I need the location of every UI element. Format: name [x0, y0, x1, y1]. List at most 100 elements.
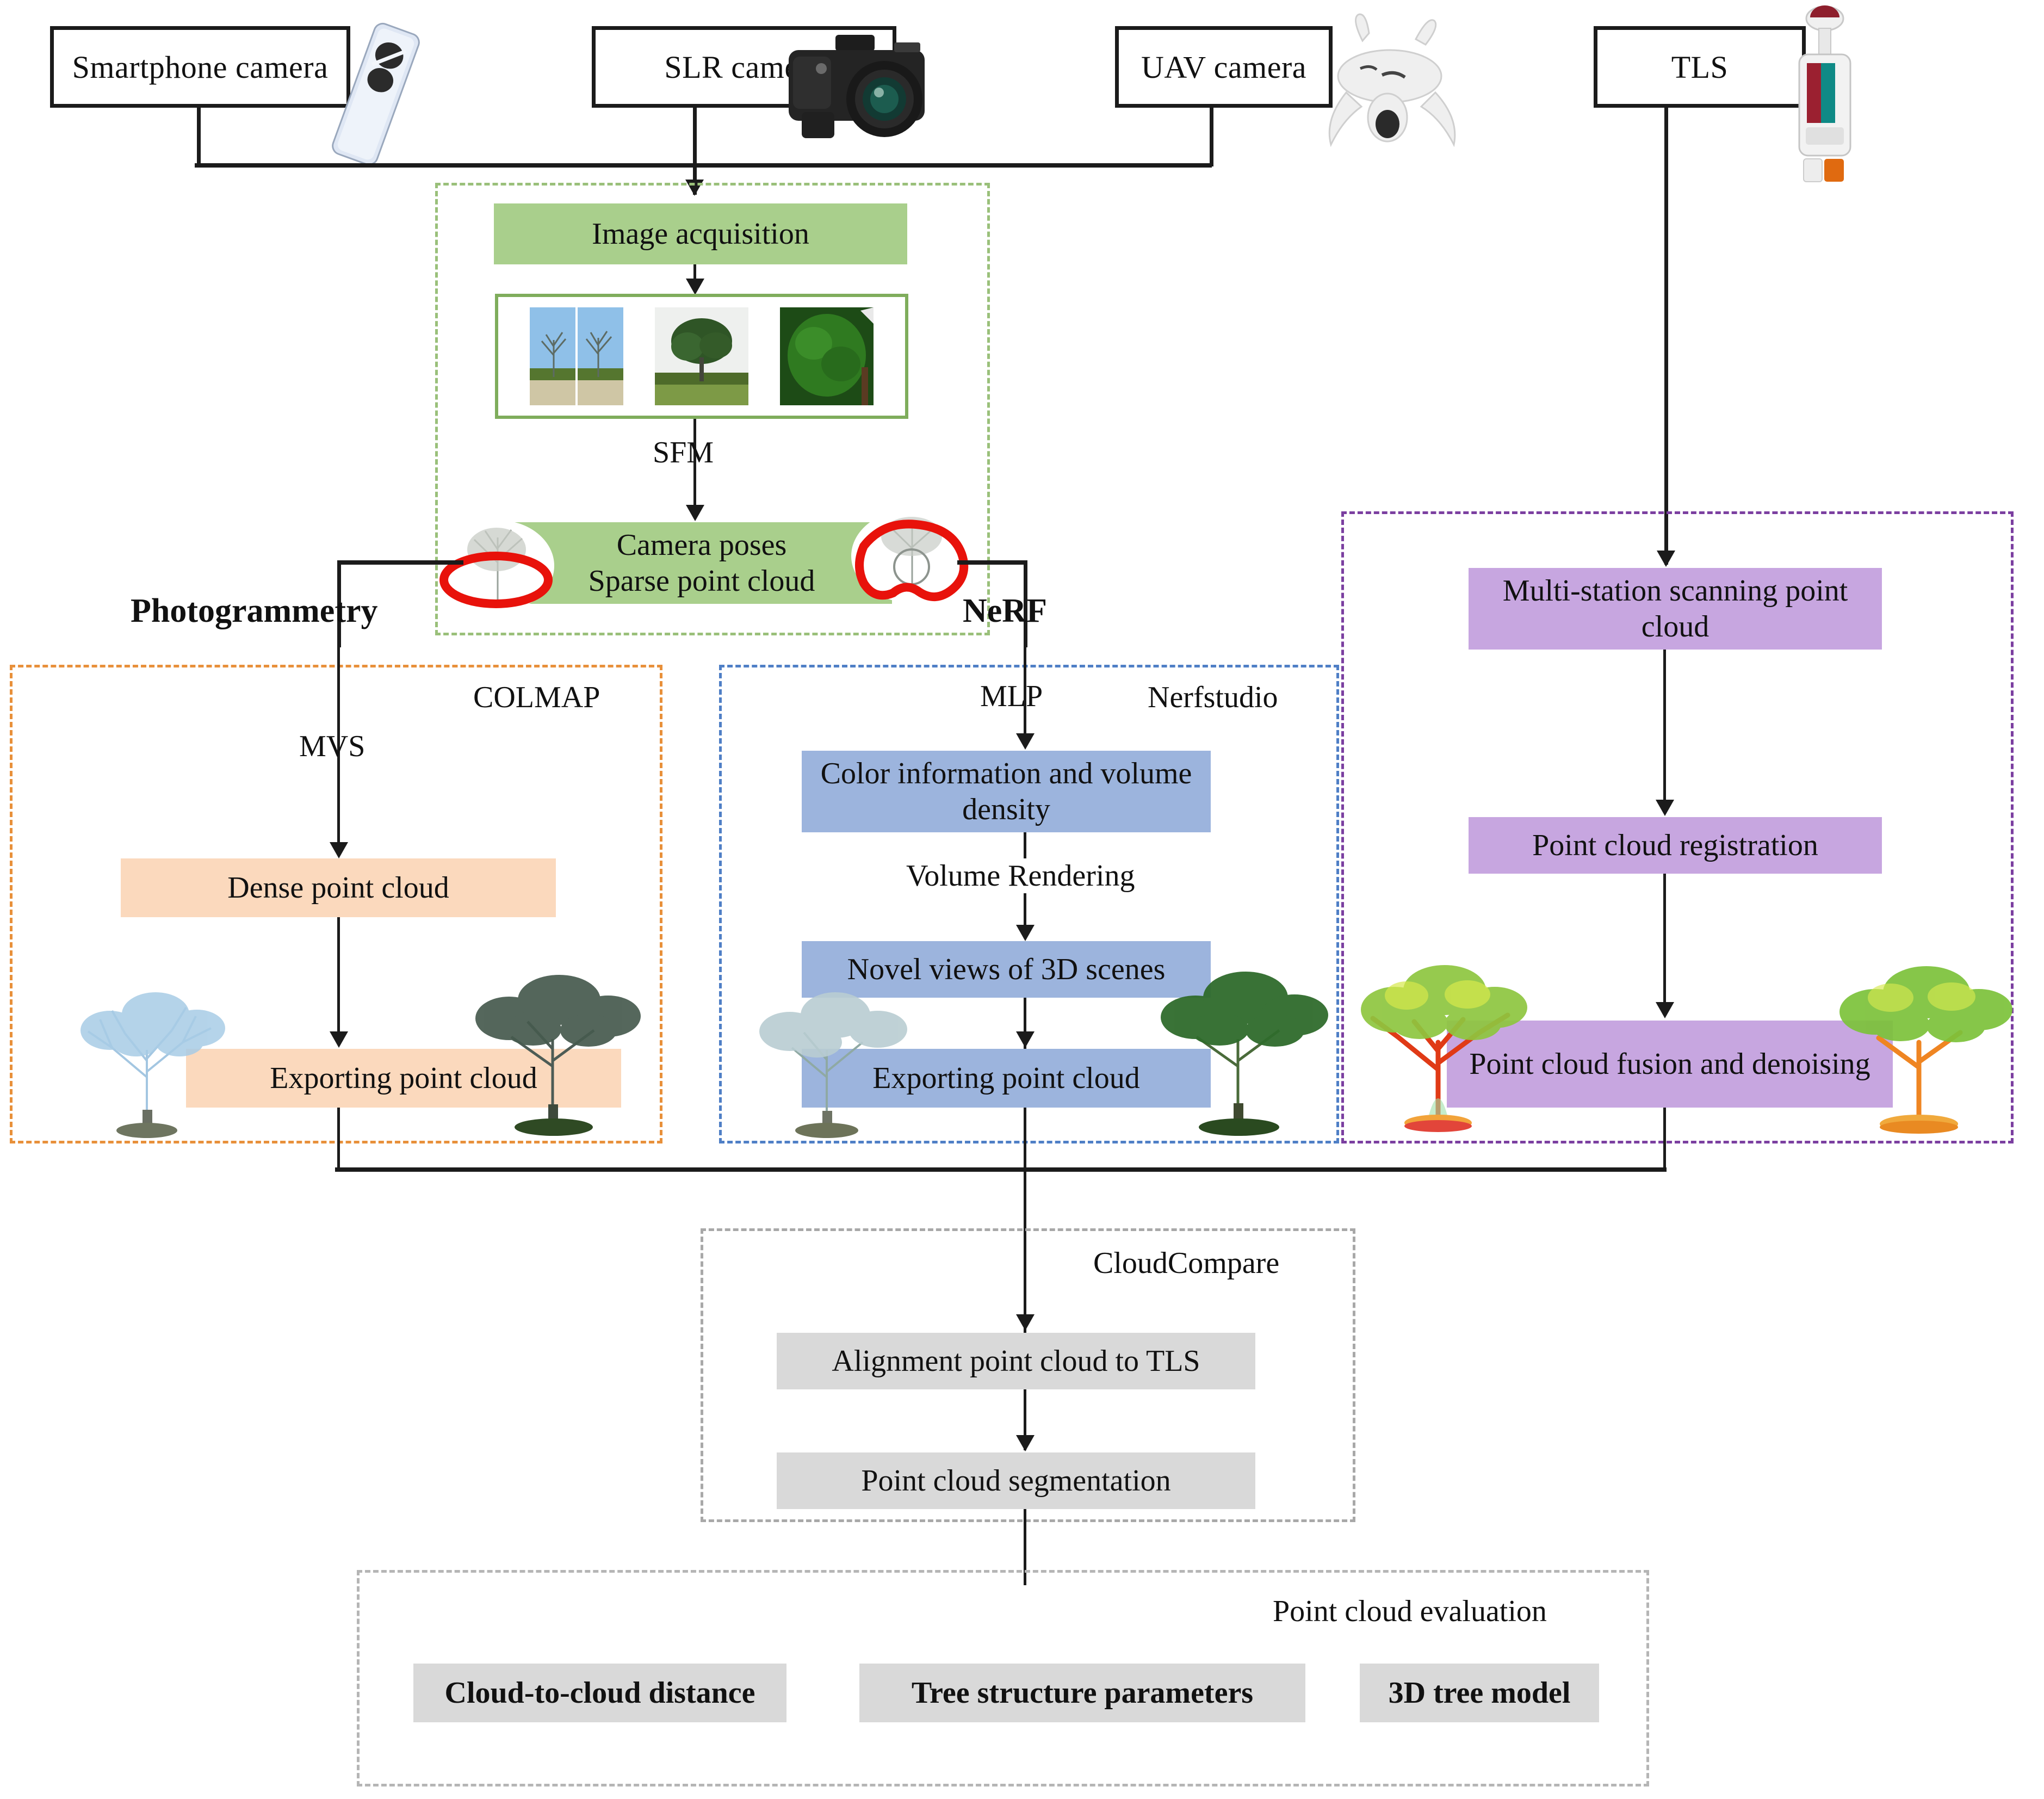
evaluation-item-label-2: 3D tree model [1388, 1676, 1571, 1710]
evaluation-container [357, 1570, 1649, 1786]
software-label-nerfstudio-text: Nerfstudio [1148, 681, 1278, 714]
arrow-to-novel-views [1016, 925, 1035, 941]
box-fusion-denoising[interactable]: Point cloud fusion and denoising [1447, 1021, 1893, 1108]
box-point-cloud-segmentation[interactable]: Point cloud segmentation [777, 1452, 1255, 1509]
branch-line-right [957, 560, 1027, 565]
arrow-to-color-info [1016, 733, 1035, 750]
edge-label-sfm-text: SFM [653, 436, 714, 469]
box-label-point-cloud-segmentation: Point cloud segmentation [861, 1463, 1171, 1498]
source-box-uav[interactable]: UAV camera [1115, 26, 1333, 108]
branch-label-photogrammetry: Photogrammetry [131, 592, 378, 630]
source-label-tls: TLS [1671, 49, 1729, 85]
branch-label-photogrammetry-text: Photogrammetry [131, 592, 378, 629]
branch-line-left [337, 560, 463, 565]
source-box-tls[interactable]: TLS [1594, 26, 1806, 108]
arrow-to-camera-poses [686, 505, 704, 521]
evaluation-item-tree-structure-parameters[interactable]: Tree structure parameters [859, 1664, 1305, 1722]
box-label-sparse-point-cloud: Sparse point cloud [588, 564, 815, 598]
edge-label-mlp-text: MLP [980, 679, 1043, 713]
edge-label-volume-rendering-text: Volume Rendering [906, 859, 1135, 893]
tls-container [1341, 511, 2014, 1143]
box-novel-views[interactable]: Novel views of 3D scenes [802, 941, 1211, 998]
source-label-smartphone: Smartphone camera [72, 49, 329, 85]
connector-uav-down [1210, 108, 1213, 166]
evaluation-title: Point cloud evaluation [1273, 1594, 1547, 1629]
evaluation-item-3d-tree-model[interactable]: 3D tree model [1360, 1664, 1599, 1722]
branch-label-nerf-text: NeRF [963, 592, 1047, 629]
annotated-camera-poses-icon [851, 509, 973, 603]
box-exporting-point-cloud-photogrammetry[interactable]: Exporting point cloud [186, 1049, 621, 1108]
arrow-to-registration [1656, 800, 1674, 816]
box-label-exporting-point-cloud-photogrammetry: Exporting point cloud [270, 1061, 537, 1095]
edge-label-mvs: MVS [299, 729, 365, 764]
laser-scanner-icon [1798, 5, 1851, 182]
box-alignment-to-tls[interactable]: Alignment point cloud to TLS [777, 1333, 1255, 1389]
connector-acq-to-strip [693, 264, 696, 287]
box-label-dense-point-cloud: Dense point cloud [227, 870, 449, 905]
box-label-exporting-point-cloud-nerf: Exporting point cloud [872, 1061, 1140, 1095]
edge-label-mlp: MLP [980, 679, 1043, 714]
arrow-to-export-photogrammetry [330, 1031, 348, 1048]
cloudcompare-container [701, 1228, 1355, 1522]
evaluation-item-label-0: Cloud-to-cloud distance [444, 1676, 755, 1710]
connector-tls-down [1664, 108, 1668, 565]
arrow-to-thumbnails [686, 279, 704, 295]
box-camera-poses[interactable]: Camera poses Sparse point cloud [511, 522, 892, 604]
box-label-multistation-scanning: Multi-station scanning point cloud [1502, 573, 1848, 644]
box-exporting-point-cloud-nerf[interactable]: Exporting point cloud [802, 1049, 1211, 1108]
nerf-container [719, 665, 1339, 1143]
connector-novel-to-export [1024, 998, 1026, 1050]
connector-dense-to-export [337, 917, 340, 1042]
connector-strip-to-poses [693, 419, 696, 517]
red-green-point-cloud-tree-icon [1361, 965, 1527, 1132]
connector-photogrammetry-mvs [337, 647, 340, 854]
box-image-acquisition[interactable]: Image acquisition [494, 203, 907, 264]
arrow-to-segmentation [1016, 1435, 1035, 1451]
dark-point-cloud-tree-icon [475, 975, 641, 1136]
connector-slr-down [693, 108, 697, 195]
software-label-nerfstudio: Nerfstudio [1148, 680, 1278, 715]
software-label-cloudcompare-text: CloudCompare [1093, 1246, 1280, 1280]
arrow-to-alignment [1016, 1314, 1035, 1331]
box-label-camera-poses: Camera poses [616, 528, 787, 562]
edge-label-mvs-text: MVS [299, 730, 366, 763]
acquisition-container [435, 183, 990, 635]
arrow-to-fusion [1656, 1002, 1674, 1018]
branch-vertical-right [1024, 560, 1027, 647]
connector-registration-to-fusion [1663, 874, 1666, 1015]
arrow-to-export-nerf [1016, 1031, 1035, 1048]
orange-green-point-cloud-tree-icon [1839, 966, 2012, 1134]
edge-label-sfm: SFM [653, 435, 714, 470]
connector-multistation-to-registration [1663, 650, 1666, 813]
box-label-image-acquisition: Image acquisition [592, 217, 809, 251]
green-point-cloud-tree-icon [1161, 972, 1328, 1136]
photogrammetry-container [10, 665, 662, 1143]
box-label-fusion-denoising: Point cloud fusion and denoising [1469, 1047, 1870, 1081]
connector-nerf-mlp [1024, 647, 1026, 743]
merge-bus-horizontal [335, 1167, 1667, 1172]
connector-merge-to-cloudcompare [1024, 1167, 1026, 1337]
box-color-volume-density[interactable]: Color information and volume density [802, 751, 1211, 832]
box-label-novel-views: Novel views of 3D scenes [847, 952, 1166, 986]
slr-camera-icon [789, 35, 925, 138]
connector-smartphone-down [197, 108, 201, 166]
source-box-smartphone[interactable]: Smartphone camera [50, 26, 350, 108]
blue-point-cloud-tree-icon [80, 992, 225, 1138]
connector-tls-down-merge [1663, 1108, 1666, 1171]
drone-icon [1328, 13, 1456, 147]
software-label-colmap-text: COLMAP [473, 681, 600, 714]
thumbnail-tree-photo-1 [530, 307, 623, 405]
branch-vertical-left [337, 560, 341, 647]
connector-alignment-to-segmentation [1024, 1389, 1026, 1450]
box-point-cloud-registration[interactable]: Point cloud registration [1469, 817, 1882, 874]
software-label-colmap: COLMAP [473, 680, 600, 715]
box-dense-point-cloud[interactable]: Dense point cloud [121, 858, 556, 917]
pale-point-cloud-tree-icon [759, 992, 907, 1138]
arrow-to-multistation [1657, 551, 1675, 567]
thumbnail-tree-photo-3 [655, 307, 748, 405]
evaluation-title-text: Point cloud evaluation [1273, 1594, 1547, 1628]
box-multistation-scanning[interactable]: Multi-station scanning point cloud [1469, 568, 1882, 650]
evaluation-item-cloud-to-cloud-distance[interactable]: Cloud-to-cloud distance [413, 1664, 786, 1722]
evaluation-item-label-1: Tree structure parameters [911, 1676, 1254, 1710]
